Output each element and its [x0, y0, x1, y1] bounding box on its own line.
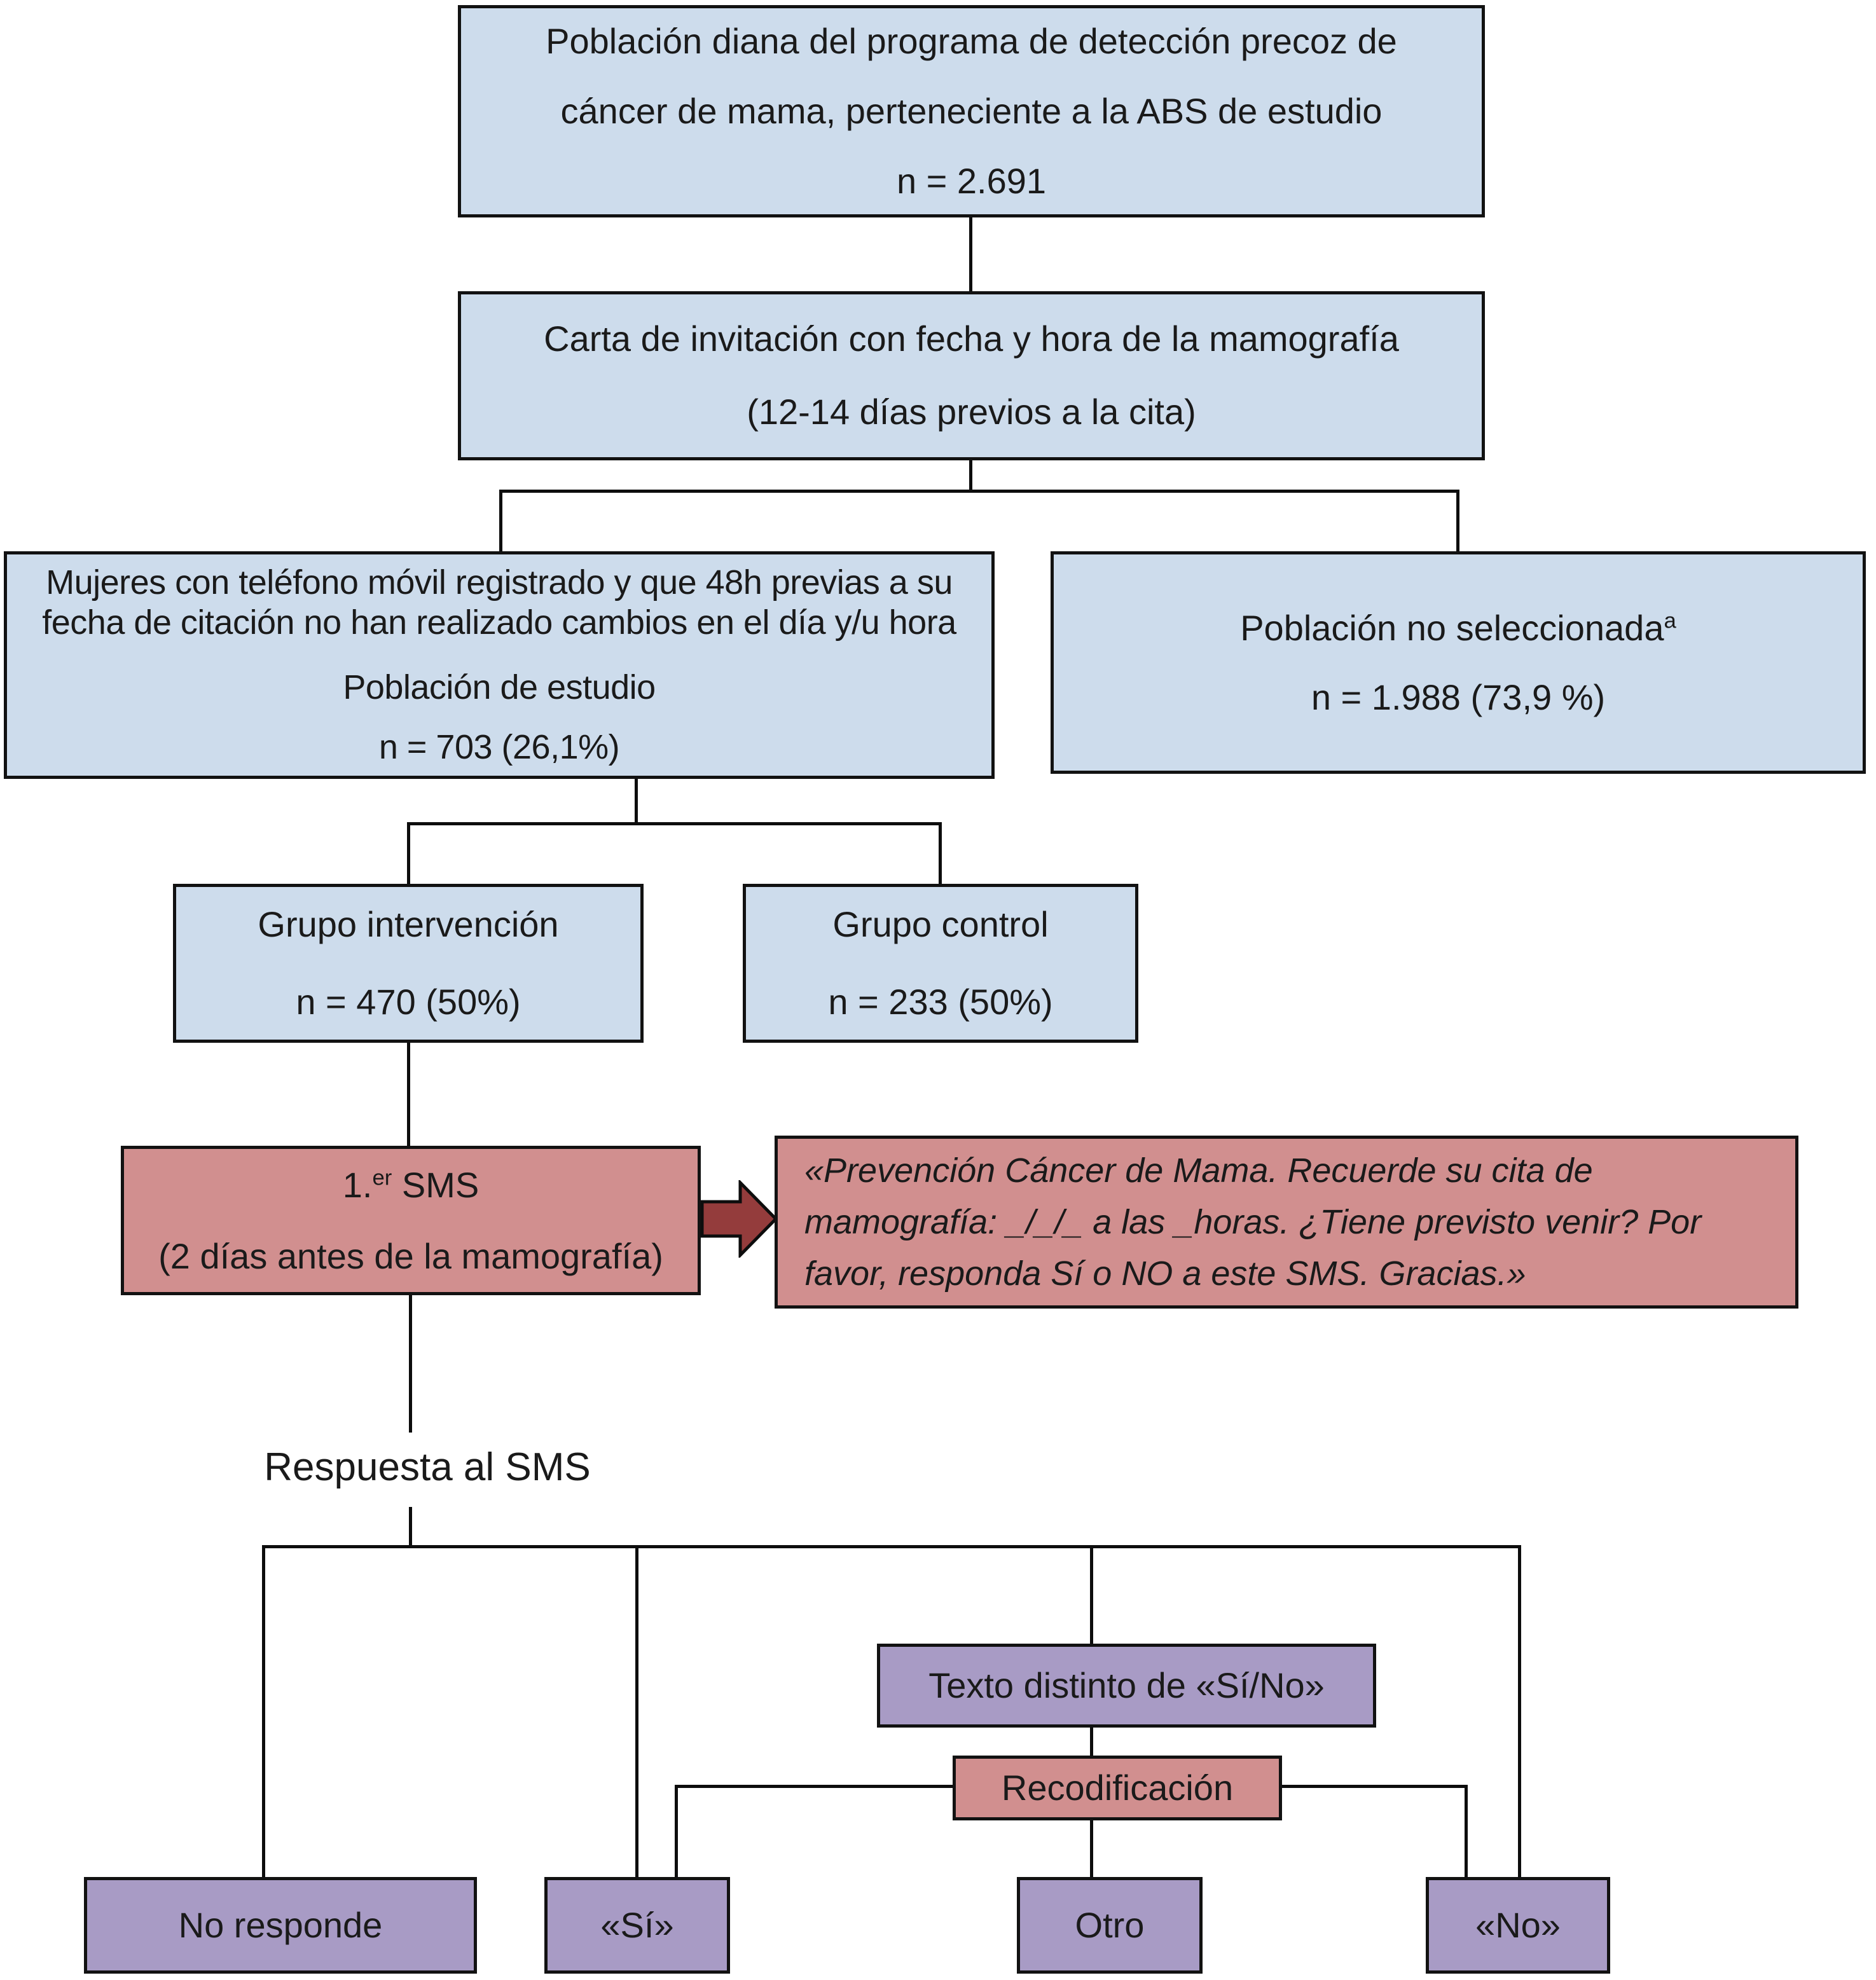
connector-line	[1279, 1785, 1468, 1788]
connector-line	[635, 1545, 638, 1878]
node-yes: «Sí»	[544, 1877, 730, 1974]
node-text: cáncer de mama, perteneciente a la ABS d…	[560, 90, 1383, 131]
node-text: Grupo intervención	[258, 904, 559, 944]
connector-line	[1090, 1818, 1093, 1878]
node-text: Población diana del programa de detecció…	[546, 20, 1397, 61]
connector-line	[1465, 1785, 1468, 1878]
connector-line	[409, 1293, 412, 1433]
sms-message-text: «Prevención Cáncer de Mama. Recuerde su …	[804, 1151, 1593, 1190]
node-text: fecha de citación no han realizado cambi…	[42, 603, 956, 642]
node-text-other-than-yes-no: Texto distinto de «Sí/No»	[877, 1644, 1376, 1728]
footnote-marker: a	[1664, 608, 1676, 633]
node-text: No responde	[178, 1905, 383, 1946]
node-text: (2 días antes de la mamografía)	[158, 1235, 663, 1276]
node-text: Población no seleccionadaa	[1240, 607, 1676, 648]
node-recoding: Recodificación	[953, 1756, 1282, 1820]
connector-line	[409, 1507, 412, 1548]
connector-line	[939, 822, 942, 886]
connector-line	[1518, 1545, 1521, 1878]
sms-message-text: mamografía: _/_/_ a las _horas. ¿Tiene p…	[804, 1202, 1702, 1241]
node-text: 1.er SMS	[342, 1164, 479, 1205]
node-first-sms: 1.er SMS (2 días antes de la mamografía)	[121, 1146, 701, 1295]
node-text: «Sí»	[600, 1905, 674, 1946]
node-control-group: Grupo control n = 233 (50%)	[743, 884, 1138, 1043]
connector-line	[635, 776, 638, 825]
node-text: Población de estudio	[343, 668, 656, 706]
connector-line	[969, 459, 972, 492]
sms-response-label: Respuesta al SMS	[264, 1445, 591, 1489]
node-sms-message: «Prevención Cáncer de Mama. Recuerde su …	[775, 1136, 1798, 1309]
connector-line	[407, 822, 942, 825]
connector-line	[1090, 1725, 1093, 1757]
node-text: Mujeres con teléfono móvil registrado y …	[46, 563, 953, 602]
node-text: Grupo control	[832, 904, 1049, 944]
node-text: Carta de invitación con fecha y hora de …	[544, 319, 1399, 359]
node-text: Recodificación	[1001, 1768, 1234, 1808]
node-text: n = 2.691	[896, 161, 1047, 202]
node-other: Otro	[1017, 1877, 1203, 1974]
node-text: «No»	[1475, 1905, 1561, 1946]
node-target-population: Población diana del programa de detecció…	[458, 5, 1485, 217]
connector-line	[407, 822, 410, 886]
node-text: (12-14 días previos a la cita)	[747, 392, 1196, 432]
node-invitation-letter: Carta de invitación con fecha y hora de …	[458, 291, 1485, 460]
node-intervention-group: Grupo intervención n = 470 (50%)	[173, 884, 644, 1043]
connector-line	[262, 1545, 1521, 1548]
connector-line	[262, 1545, 265, 1878]
node-no: «No»	[1426, 1877, 1610, 1974]
connector-line	[1090, 1545, 1093, 1645]
node-text: n = 1.988 (73,9 %)	[1311, 677, 1606, 717]
node-text: n = 470 (50%)	[296, 982, 521, 1022]
connector-line	[407, 1042, 410, 1148]
connector-line	[499, 490, 502, 553]
node-text: n = 703 (26,1%)	[378, 727, 620, 766]
connector-line	[675, 1785, 955, 1788]
node-not-selected-population: Población no seleccionadaa n = 1.988 (73…	[1051, 551, 1866, 774]
connector-line	[1456, 490, 1459, 553]
connector-line	[675, 1785, 678, 1878]
node-text: Texto distinto de «Sí/No»	[928, 1665, 1325, 1706]
sms-message-text: favor, responda Sí o NO a este SMS. Grac…	[804, 1254, 1526, 1293]
arrow-right-icon	[700, 1180, 778, 1258]
connector-line	[499, 490, 1459, 493]
node-no-response: No responde	[84, 1877, 477, 1974]
node-text: Otro	[1075, 1905, 1145, 1946]
node-text: n = 233 (50%)	[828, 982, 1053, 1022]
connector-line	[969, 216, 972, 294]
node-study-population: Mujeres con teléfono móvil registrado y …	[4, 551, 995, 779]
ordinal-superscript: er	[372, 1165, 392, 1190]
